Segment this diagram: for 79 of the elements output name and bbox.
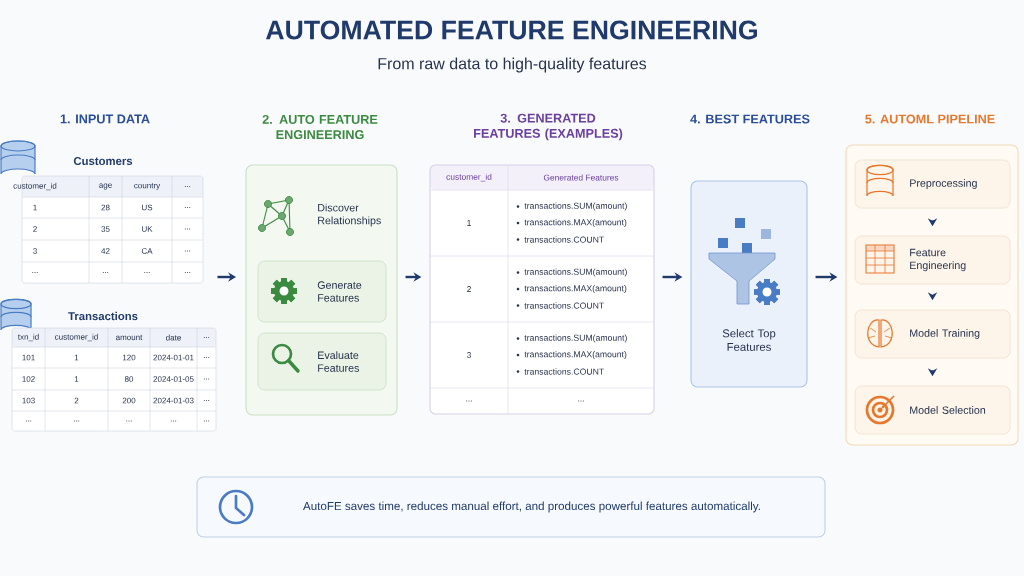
table-text: ... [203, 357, 210, 358]
table-text: ... [184, 228, 191, 230]
table-text: country [134, 183, 161, 190]
step-text: Select Top Features [722, 329, 776, 351]
table-text: ... [203, 420, 210, 422]
table-text: ... [73, 420, 80, 422]
table-text: 2 [74, 397, 79, 404]
table-text: ... [184, 207, 191, 208]
step-box: Feature Engineering [854, 235, 1011, 285]
table-text: ... [184, 186, 191, 187]
table-text: ... [126, 420, 132, 422]
table-text: ... [102, 272, 109, 273]
table-text: ... [170, 420, 177, 422]
table-text: 102 [22, 376, 35, 382]
table-text: 120 [122, 354, 136, 361]
table-text: ... [203, 337, 210, 338]
step-box: Evaluate Features [257, 332, 387, 391]
table-text: 2024-01-05 [153, 376, 194, 382]
bullet-item: transactions.MAX(amount) [516, 219, 627, 228]
table-text: US [142, 204, 153, 211]
table-text: date [166, 334, 181, 341]
table-text: 2 [467, 286, 471, 292]
step-box: Model Selection [854, 385, 1011, 435]
table-text: 3 [467, 352, 471, 358]
note-box: AutoFE saves time, reduces manual effort, and produces powerful features automatically. [196, 476, 826, 538]
bullet-item: transactions.SUM(amount) [516, 268, 627, 277]
table-text: ... [25, 420, 32, 422]
table-text: 42 [101, 248, 110, 254]
bullet-item: transactions.COUNT [516, 368, 604, 375]
table-text: 1 [74, 376, 79, 382]
table-text: customer_id [13, 182, 57, 191]
table-text: 103 [22, 397, 35, 404]
table-title: Customers [73, 157, 133, 165]
table-text: CA [141, 248, 153, 254]
table-text: 1 [467, 220, 471, 226]
step-text: Discover Relationships [318, 203, 381, 227]
table-text: age [99, 183, 112, 190]
bullet-item: transactions.COUNT [516, 236, 604, 243]
bullet-item: transactions.COUNT [516, 302, 604, 309]
table-text: ... [184, 272, 191, 273]
table-text: 200 [122, 397, 136, 404]
title: AUTOMATED FEATURE ENGINEERING [266, 20, 757, 40]
bullet-item: transactions.MAX(amount) [516, 351, 627, 360]
table-text: customer_id [55, 333, 98, 342]
section-heading: 3. GENERATED FEATURES (EXAMPLES) [474, 113, 623, 141]
table-text: ... [203, 378, 210, 380]
table-text: 28 [101, 204, 110, 211]
table-text: customer_id [446, 173, 492, 182]
table-text: ... [578, 400, 584, 402]
section-heading: 5. AUTOML PIPELINE [865, 114, 995, 124]
step-box: Model Training [854, 309, 1011, 359]
table-text: 101 [22, 354, 35, 361]
table-text: 2 [33, 226, 37, 232]
bullet-item: transactions.SUM(amount) [516, 202, 627, 211]
table-text: 2024-01-03 [153, 397, 194, 404]
table-text: ... [32, 272, 38, 273]
table-text: ... [184, 250, 191, 252]
table-text: amount [116, 334, 143, 341]
table-text: ... [203, 400, 210, 401]
step-box: Generate Features [257, 260, 387, 323]
table-text: UK [142, 226, 153, 232]
section-heading: 4. BEST FEATURES [690, 114, 810, 124]
table-text: 35 [101, 226, 110, 232]
table-text: 2024-01-01 [153, 354, 194, 361]
table-text: 80 [124, 376, 134, 382]
table-text: txn_id [17, 333, 39, 342]
table-text: 1 [74, 354, 79, 361]
subtitle: From raw data to high-quality features [378, 57, 647, 73]
step-box: Preprocessing [854, 159, 1011, 209]
table-title: Transactions [68, 311, 138, 321]
table-text: ... [144, 272, 150, 273]
table-text: Generated Features [543, 174, 619, 181]
table-text: 3 [33, 248, 37, 254]
table-text: 1 [33, 204, 37, 211]
table-text: ... [466, 400, 472, 402]
section-heading: 2. AUTO FEATURE ENGINEERING [262, 114, 378, 140]
bullet-item: transactions.MAX(amount) [516, 285, 627, 294]
section-heading: 1. INPUT DATA [60, 114, 150, 124]
bullet-item: transactions.SUM(amount) [516, 334, 627, 343]
